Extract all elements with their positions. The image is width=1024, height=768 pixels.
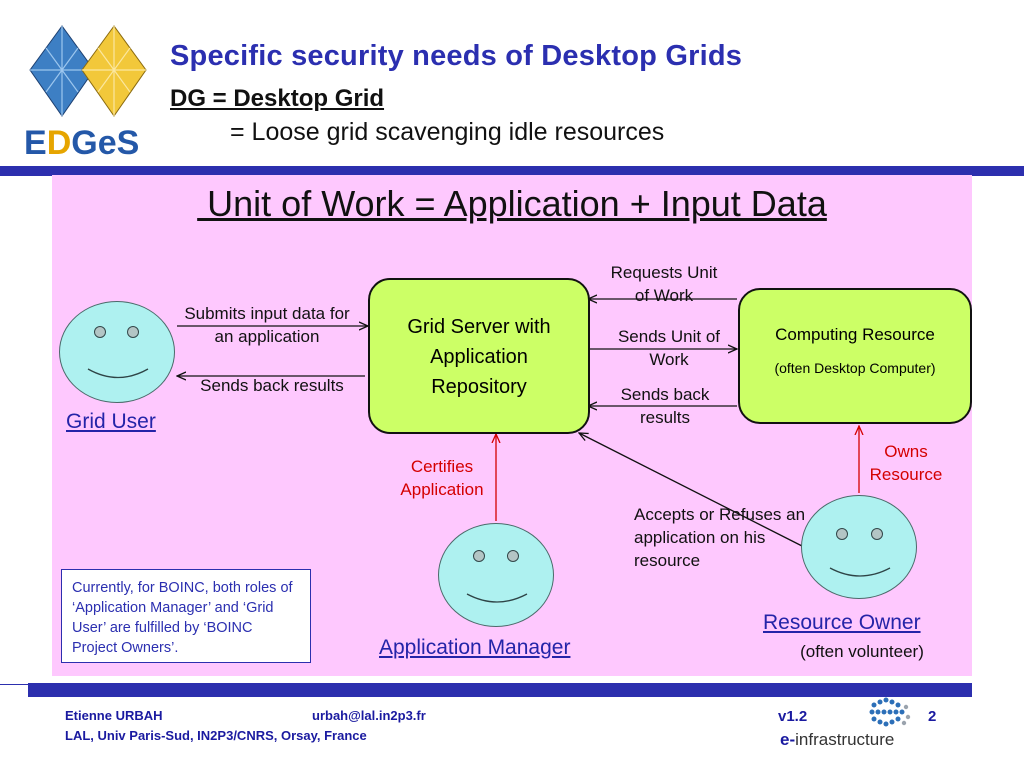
logo-wordmark: EDGeS — [24, 124, 139, 158]
label-results-to-user: Sends back results — [200, 376, 344, 395]
application-manager-face — [438, 523, 554, 627]
grid-user-name: Grid User — [66, 410, 156, 433]
slide-title: Specific security needs of Desktop Grids — [170, 40, 743, 72]
label-accepts: Accepts or Refuses an application on his… — [634, 505, 806, 570]
label-submits: Submits input data for an application — [184, 304, 350, 346]
einfrastructure-logo: e-infrastructure — [780, 730, 894, 750]
edges-logo: EDGeS — [24, 25, 147, 158]
resource-owner-name: Resource Owner — [763, 611, 921, 634]
label-sends-unit: Sends Unit of Work — [617, 327, 721, 369]
footer-email: urbah@lal.in2p3.fr — [312, 708, 426, 723]
diagram-panel: Unit of Work = Application + Input Data … — [52, 175, 972, 676]
page-number: 2 — [928, 708, 937, 725]
einfrastructure-prefix: e- — [780, 730, 796, 749]
label-results-to-server: Sends back results — [620, 385, 710, 427]
application-manager-name: Application Manager — [379, 636, 571, 659]
dg-definition-text: = Loose grid scavenging idle resources — [230, 118, 665, 146]
grid-server-label: Grid Server with Application Repository — [407, 316, 551, 398]
app-manager-right-eye — [507, 550, 519, 562]
footer-version: v1.2 — [778, 708, 808, 725]
arrow-layer — [52, 175, 972, 548]
resource-owner-left-eye — [836, 528, 848, 540]
logo-diamond-right — [81, 25, 147, 117]
grid-user-left-eye — [94, 326, 106, 338]
logo-diamond-left — [29, 25, 95, 117]
grid-user-mouth — [87, 368, 149, 379]
einfrastructure-suffix: infrastructure — [795, 730, 895, 749]
resource-owner-face — [801, 495, 917, 599]
app-manager-mouth — [466, 593, 528, 603]
label-certifies: Certifies Application — [400, 457, 484, 499]
resource-owner-right-eye — [871, 528, 883, 540]
grid-user-right-eye — [127, 326, 139, 338]
footer-author: Etienne URBAH — [65, 708, 163, 723]
grid-server-box: Grid Server with Application Repository — [368, 278, 590, 434]
resource-owner-mouth — [829, 567, 891, 577]
app-manager-left-eye — [473, 550, 485, 562]
label-requests-unit: Requests Unit of Work — [610, 263, 718, 305]
header-divider — [0, 166, 1024, 176]
computing-resource-box: Computing Resource (often Desktop Comput… — [738, 288, 972, 424]
footer-affiliation: LAL, Univ Paris-Sud, IN2P3/CNRS, Orsay, … — [65, 728, 367, 743]
footer-divider — [28, 683, 972, 697]
dg-definition-heading: DG = Desktop Grid — [170, 85, 385, 112]
grid-user-face — [59, 301, 175, 403]
label-owns: Owns Resource — [869, 442, 943, 484]
computing-resource-label: Computing Resource — [775, 325, 935, 344]
einfrastructure-dots-icon — [869, 697, 911, 727]
boinc-note: Currently, for BOINC, both roles of ‘App… — [61, 569, 311, 663]
panel-title: Unit of Work = Application + Input Data — [197, 183, 827, 224]
resource-owner-subtitle: (often volunteer) — [800, 642, 924, 661]
footer-divider-thin — [0, 684, 30, 685]
arrow-accepts — [579, 433, 805, 548]
computing-resource-sublabel: (often Desktop Computer) — [774, 360, 936, 376]
